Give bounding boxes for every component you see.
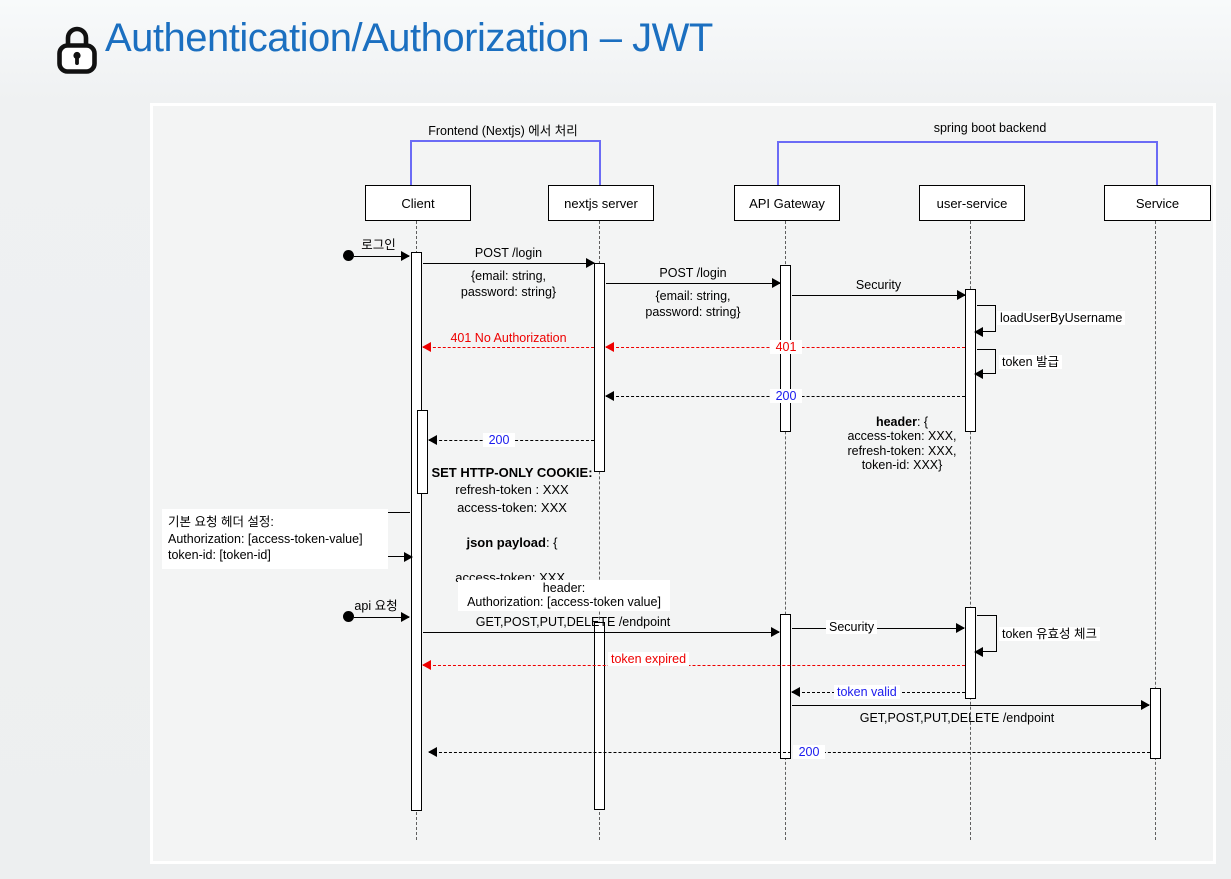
message-label-token-check: token 유효성 체크 (999, 627, 1101, 641)
lifeline-head-user-service: user-service (919, 185, 1025, 221)
page-title: Authentication/Authorization – JWT (105, 16, 713, 60)
group-bracket-frontend (410, 140, 600, 142)
page-header: Authentication/Authorization – JWT (55, 14, 713, 79)
found-message-dot-api (343, 611, 354, 622)
arrow-token-expired (422, 660, 965, 670)
group-bracket-backend (777, 141, 1157, 143)
note-header-response: header: { access-token: XXX, refresh-tok… (847, 414, 957, 473)
arrow-security-2 (792, 623, 965, 633)
lifeline-user-service (970, 221, 971, 840)
lifeline-head-client: Client (365, 185, 471, 221)
message-payload-login-1: {email: string, password: string} (460, 269, 557, 299)
self-call-token-check (974, 615, 997, 657)
group-bracket-frontend-right (599, 140, 601, 185)
found-message-dot-login (343, 250, 354, 261)
message-label-login: 로그인 (361, 238, 396, 252)
activation-bar-user-service-1 (965, 289, 976, 432)
activation-bar-nextjs-1 (594, 263, 605, 472)
arrow-api-request (354, 612, 410, 622)
group-bracket-backend-right (1156, 141, 1158, 185)
lifeline-head-gateway: API Gateway (734, 185, 840, 221)
diagram-panel (150, 103, 1216, 864)
lifeline-gateway (785, 221, 786, 840)
message-label-api-request: api 요청 (354, 599, 398, 613)
arrow-get-endpoint-2 (792, 700, 1150, 710)
arrow-401-no-auth (422, 342, 594, 352)
message-label-load-user: loadUserByUsername (997, 311, 1126, 325)
arrow-post-login-2 (606, 278, 781, 288)
group-bracket-frontend-left (410, 140, 412, 185)
status-label-200-backend: 200 (770, 389, 802, 403)
lifeline-nextjs (599, 221, 600, 840)
message-label-post-login-1: POST /login (474, 246, 543, 260)
activation-bar-gateway-2 (780, 614, 791, 759)
status-label-200-final: 200 (793, 745, 825, 759)
arrow-get-endpoint-1 (423, 627, 780, 637)
group-label-backend: spring boot backend (933, 121, 1047, 135)
arrow-security-1 (792, 290, 966, 300)
activation-bar-client (411, 252, 422, 811)
activation-bar-nextjs-2 (594, 622, 605, 810)
message-label-token-issue: token 발급 (999, 355, 1063, 369)
group-label-frontend: Frontend (Nextjs) 에서 처리 (428, 124, 578, 138)
arrow-post-login-1 (423, 258, 595, 268)
arrow-login (354, 251, 410, 261)
self-call-load-user (974, 305, 996, 337)
arrow-200-final (428, 747, 1150, 757)
message-label-post-login-2: POST /login (659, 266, 727, 280)
message-payload-login-2: {email: string, password: string} (645, 289, 741, 319)
activation-bar-client-nested (417, 410, 428, 494)
self-call-set-default-headers (385, 512, 413, 562)
message-label-security-2: Security (826, 620, 878, 634)
group-bracket-backend-left (777, 141, 779, 185)
message-label-security-1: Security (855, 278, 902, 292)
message-label-get-endpoint-1: GET,POST,PUT,DELETE /endpoint (475, 615, 671, 629)
lifeline-service (1155, 221, 1156, 840)
status-label-401: 401 (770, 340, 802, 354)
note-request-header: header: Authorization: [access-token val… (458, 580, 670, 611)
message-label-token-valid: token valid (834, 685, 900, 699)
message-label-token-expired: token expired (608, 652, 690, 666)
note-default-headers: 기본 요청 헤더 설정: Authorization: [access-toke… (162, 509, 388, 569)
activation-bar-service (1150, 688, 1161, 759)
message-label-401-no-auth: 401 No Authorization (450, 331, 567, 345)
status-label-200-client: 200 (483, 433, 515, 447)
self-call-token-issue (974, 349, 996, 379)
lock-icon (55, 24, 99, 79)
lifeline-head-service: Service (1104, 185, 1211, 221)
lifeline-head-nextjs: nextjs server (548, 185, 654, 221)
message-label-get-endpoint-2: GET,POST,PUT,DELETE /endpoint (859, 711, 1055, 725)
